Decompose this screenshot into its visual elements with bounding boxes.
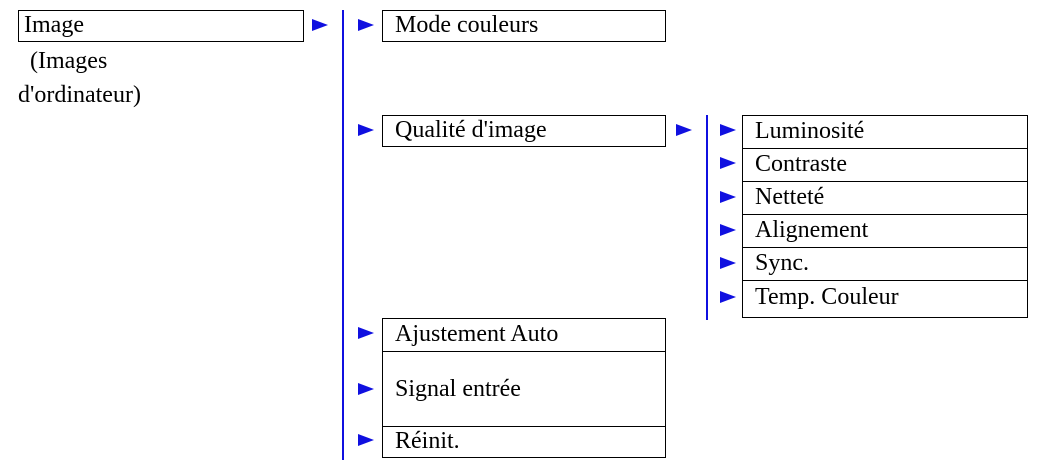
submenu-item-sync[interactable] [742,247,1028,282]
menu-item-mode-couleurs[interactable] [382,10,666,42]
arrow-alignement [720,224,736,236]
menu-item-qualite-image[interactable] [382,115,666,147]
submenu-item-sync-label: Sync. [755,250,809,276]
connector-level1 [342,10,344,460]
submenu-item-alignement-label: Alignement [755,217,869,243]
submenu-item-nettete-label: Netteté [755,184,825,210]
root-subtitle-line1: (Images [30,48,108,74]
arrow-mode-couleurs [358,19,374,31]
connector-level2 [706,115,708,320]
root-subtitle-line2: d'ordinateur) [18,82,141,108]
arrow-root [312,19,328,31]
menu-item-mode-couleurs-label: Mode couleurs [395,12,539,38]
arrow-sync [720,257,736,269]
submenu-item-contraste-label: Contraste [755,151,847,177]
root-image-label: Image [24,12,84,38]
menu-item-ajustement-auto-label: Ajustement Auto [395,321,559,347]
menu-item-reinit[interactable] [382,426,666,458]
submenu-item-alignement[interactable] [742,214,1028,249]
arrow-qualite-image [358,124,374,136]
submenu-item-luminosite-label: Luminosité [755,118,865,144]
arrow-qualite-submenu [676,124,692,136]
arrow-signal-entree [358,383,374,395]
submenu-item-temp-couleur-label: Temp. Couleur [755,284,899,310]
menu-item-reinit-label: Réinit. [395,428,460,454]
root-image-box[interactable] [18,10,304,42]
submenu-item-luminosite[interactable] [742,115,1028,150]
arrow-ajustement-auto [358,327,374,339]
arrow-contraste [720,157,736,169]
arrow-reinit [358,434,374,446]
menu-item-signal-entree[interactable] [382,351,666,428]
arrow-temp-couleur [720,291,736,303]
arrow-luminosite [720,124,736,136]
arrow-nettete [720,191,736,203]
menu-item-qualite-image-label: Qualité d'image [395,117,547,143]
menu-item-ajustement-auto[interactable] [382,318,666,353]
menu-item-signal-entree-label: Signal entrée [395,376,521,402]
submenu-item-temp-couleur[interactable] [742,280,1028,318]
